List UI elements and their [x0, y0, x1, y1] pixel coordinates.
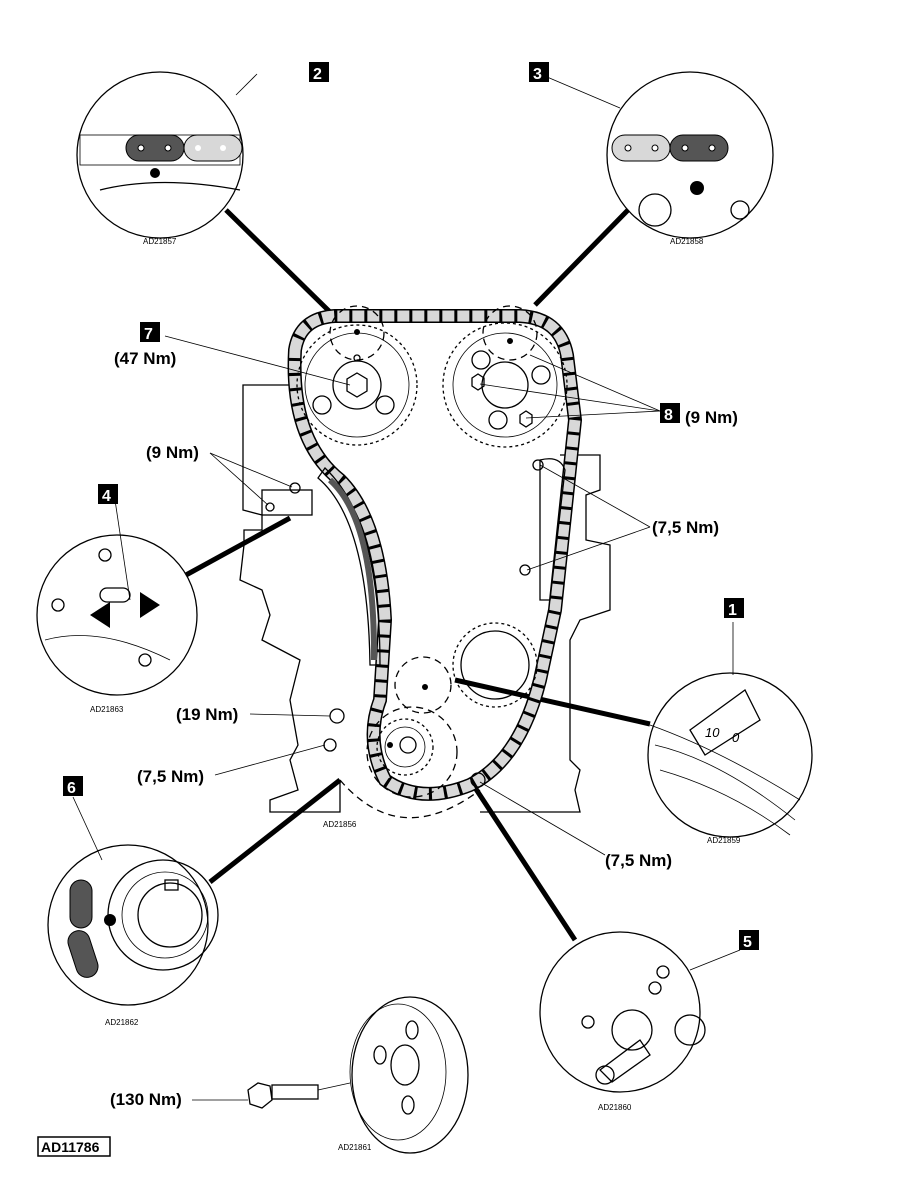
torque-label-47: (47 Nm) — [114, 349, 176, 368]
callout-number: 7 — [144, 326, 153, 343]
callout-7: 7 — [140, 322, 160, 343]
callout-6: 6 — [63, 776, 83, 797]
torque-label-lower-right: (7,5 Nm) — [605, 851, 672, 870]
torque-label-pulley-bolt: (130 Nm) — [110, 1090, 182, 1109]
ref-code: AD21858 — [670, 237, 704, 246]
detail-3 — [606, 71, 774, 239]
callout-number: 6 — [67, 780, 76, 797]
ref-code: AD21860 — [598, 1103, 632, 1112]
callout-number: 2 — [313, 66, 322, 83]
figure-id: AD11786 — [41, 1139, 100, 1155]
crankshaft-sprockets — [323, 622, 538, 819]
right-camshaft-sprocket — [442, 305, 568, 448]
timing-mark-left: 10 — [705, 725, 720, 740]
ref-code: AD21859 — [707, 836, 741, 845]
figure-id-box: AD11786 — [37, 1136, 111, 1157]
ref-code: AD21857 — [143, 237, 177, 246]
torque-label-tensioner: (9 Nm) — [146, 443, 199, 462]
detail-5 — [539, 931, 706, 1093]
ref-code: AD21863 — [90, 705, 124, 714]
callout-2: 2 — [309, 62, 329, 83]
detail-2 — [76, 71, 244, 239]
engine-block-outline — [239, 384, 611, 813]
callout-5: 5 — [739, 930, 759, 951]
detail-leaders — [184, 208, 651, 942]
timing-chain — [287, 309, 583, 801]
callout-8: 8 — [660, 403, 680, 424]
callout-number: 8 — [664, 407, 673, 424]
callout-1: 1 — [724, 598, 744, 619]
callout-number: 4 — [102, 488, 111, 505]
ref-code: AD21856 — [323, 820, 357, 829]
label-leader-lines — [72, 73, 741, 1101]
callout-number: 5 — [743, 934, 752, 951]
torque-label-9-cam: (9 Nm) — [685, 408, 738, 427]
callout-3: 3 — [529, 62, 549, 83]
callout-number: 3 — [533, 66, 542, 83]
left-camshaft-sprocket — [296, 305, 418, 446]
pulley-bolt — [247, 1082, 351, 1109]
timing-mark-right: 0 — [732, 730, 740, 745]
detail-1: 10 0 — [647, 672, 813, 838]
torque-label-lower-left: (7,5 Nm) — [137, 767, 204, 786]
ref-code: AD21862 — [105, 1018, 139, 1027]
ref-code: AD21861 — [338, 1143, 372, 1152]
torque-label-guide: (7,5 Nm) — [652, 518, 719, 537]
crankshaft-pulley — [349, 996, 469, 1154]
callout-4: 4 — [98, 484, 118, 505]
torque-label-19: (19 Nm) — [176, 705, 238, 724]
detail-6 — [47, 844, 219, 1006]
callout-number: 1 — [728, 602, 737, 619]
detail-4 — [36, 534, 198, 696]
chain-tensioner-guide — [261, 458, 566, 666]
